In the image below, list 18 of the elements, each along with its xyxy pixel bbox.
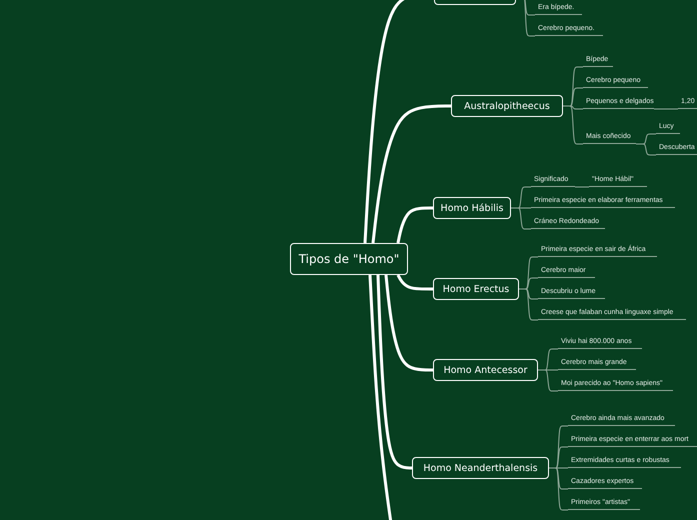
- branch-line: [384, 274, 433, 372]
- topic-box: Homo Neanderthalensis: [412, 457, 549, 479]
- connector-line: [538, 370, 558, 392]
- branch-line: [396, 274, 433, 290]
- topic-box: Homo Erectus: [433, 278, 519, 300]
- connector-line: [636, 144, 656, 156]
- topic-box: Homo Hábilis: [433, 197, 511, 219]
- root-topic-box: Tipos de "Homo": [290, 243, 408, 275]
- connector-line: [548, 468, 568, 510]
- branch-line: [368, 274, 394, 520]
- connector-line: [518, 288, 538, 320]
- connector-line: [654, 108, 678, 110]
- topic-box: Homo Antecessor: [433, 359, 538, 381]
- connector-line: [574, 186, 590, 188]
- topic-box: Australopitheecus: [451, 95, 563, 117]
- connector-line: [510, 208, 532, 230]
- branch-line: [372, 104, 451, 244]
- branch-line: [396, 206, 433, 244]
